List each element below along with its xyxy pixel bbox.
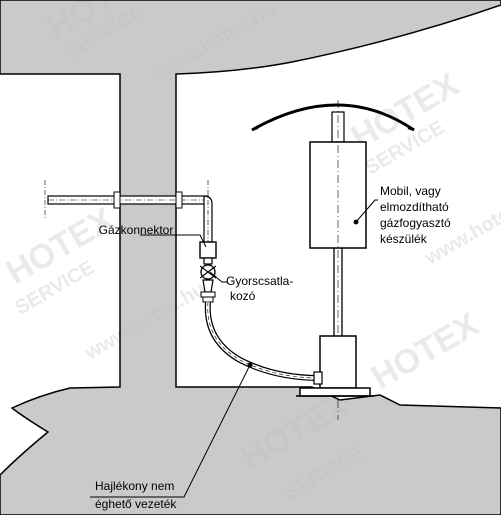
label-quick-coupling-line1: Gyorscsatla- [226,274,293,288]
leader-lines [90,199,378,498]
label-appliance-line2: elmozdítható [380,200,449,214]
label-hose-line2: éghető vezeték [95,497,177,511]
gas-connector [199,241,217,265]
label-quick-coupling-line2: kozó [230,289,256,303]
gas-appliance [251,100,415,420]
label-connector: Gázkonnektor [99,223,174,237]
watermark-brand: HOTEX [365,305,486,397]
label-appliance-line4: készülék [380,232,428,246]
label-hose-line1: Hajlékony nem [95,479,174,493]
label-appliance-line1: Mobil, vagy [380,184,441,198]
quick-coupling [199,264,217,303]
flexible-hose [204,301,321,381]
label-appliance-line3: gázfogyasztó [380,216,451,230]
